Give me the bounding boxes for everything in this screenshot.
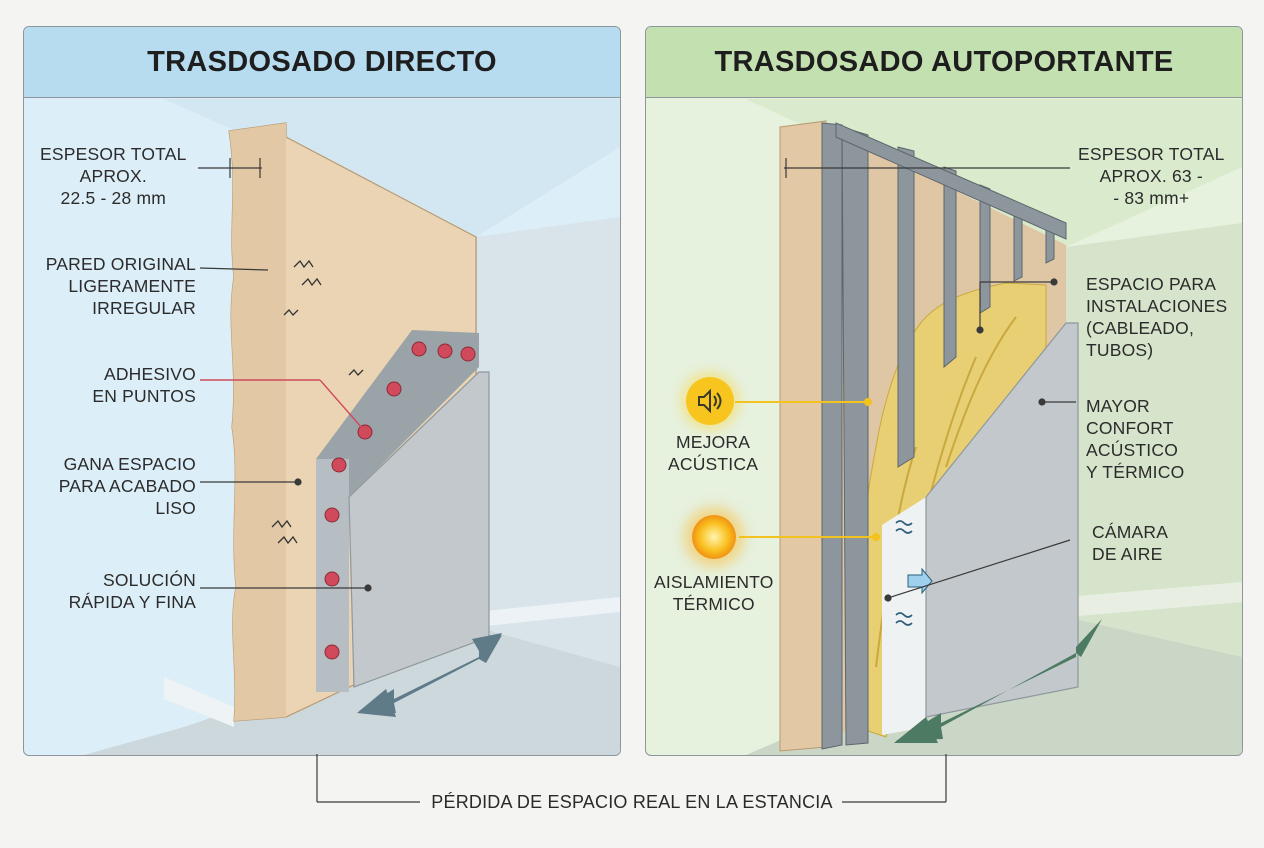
direct-wall-illustration: [84, 99, 620, 755]
panel-title-freestanding: TRASDOSADO AUTOPORTANTE: [646, 27, 1242, 98]
speaker-icon: [686, 377, 734, 425]
panel-title-direct: TRASDOSADO DIRECTO: [24, 27, 620, 98]
sun-icon: [692, 515, 736, 559]
footer-space-loss: PÉRDIDA DE ESPACIO REAL EN LA ESTANCIA: [431, 792, 833, 812]
